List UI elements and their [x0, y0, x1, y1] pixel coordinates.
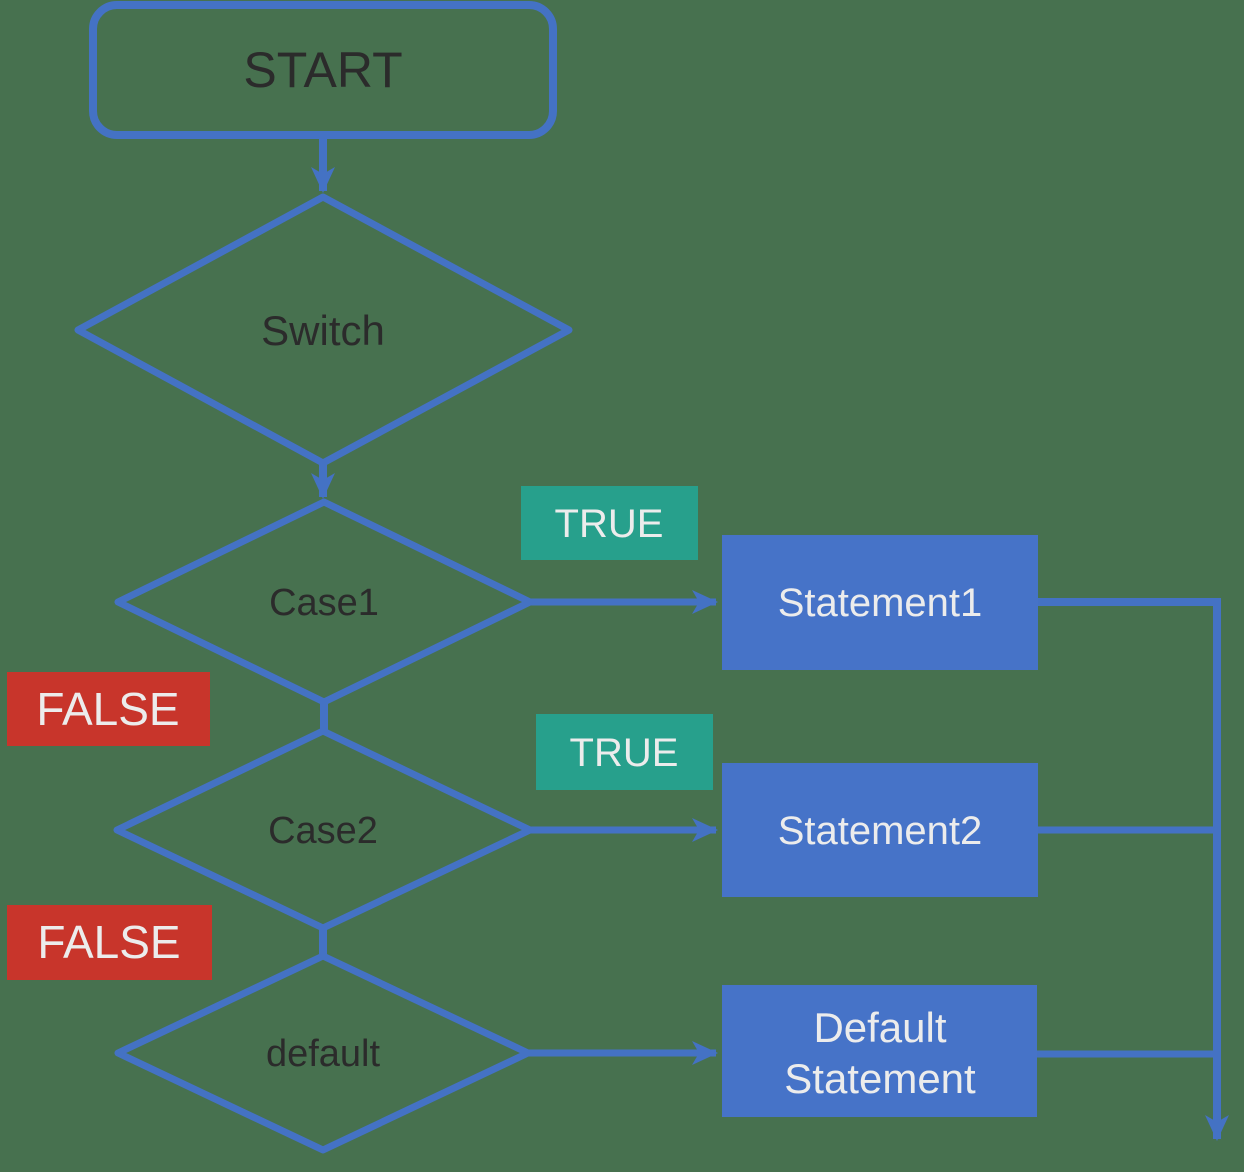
default-diamond [114, 952, 532, 1154]
statement1-label: Statement1 [778, 581, 983, 625]
start-label: START [243, 42, 402, 98]
switch-label: Switch [261, 307, 385, 354]
case1-label: Case1 [269, 582, 379, 624]
statement2-node [722, 763, 1038, 897]
default-statement-label-line2: Statement [784, 1055, 976, 1102]
case1-diamond [114, 498, 534, 706]
statement2-label: Statement2 [778, 809, 983, 853]
default-label: default [266, 1033, 381, 1075]
case2-diamond [113, 727, 534, 932]
case2-false-badge [7, 905, 212, 980]
switch-diamond [74, 193, 573, 467]
case2-label: Case2 [268, 810, 378, 852]
case2-true-label: TRUE [570, 731, 679, 775]
case2-false-label: FALSE [37, 916, 180, 968]
case1-true-label: TRUE [555, 502, 664, 546]
default-statement-node [722, 985, 1037, 1117]
case1-false-badge [7, 672, 210, 746]
merge-rail-arrow [1038, 598, 1229, 1141]
case1-false-label: FALSE [36, 683, 179, 735]
case2-true-badge [536, 714, 713, 790]
default-statement-label-line1: Default [813, 1004, 946, 1051]
start-node [89, 1, 557, 139]
statement1-node [722, 535, 1038, 670]
case1-true-badge [521, 486, 698, 560]
